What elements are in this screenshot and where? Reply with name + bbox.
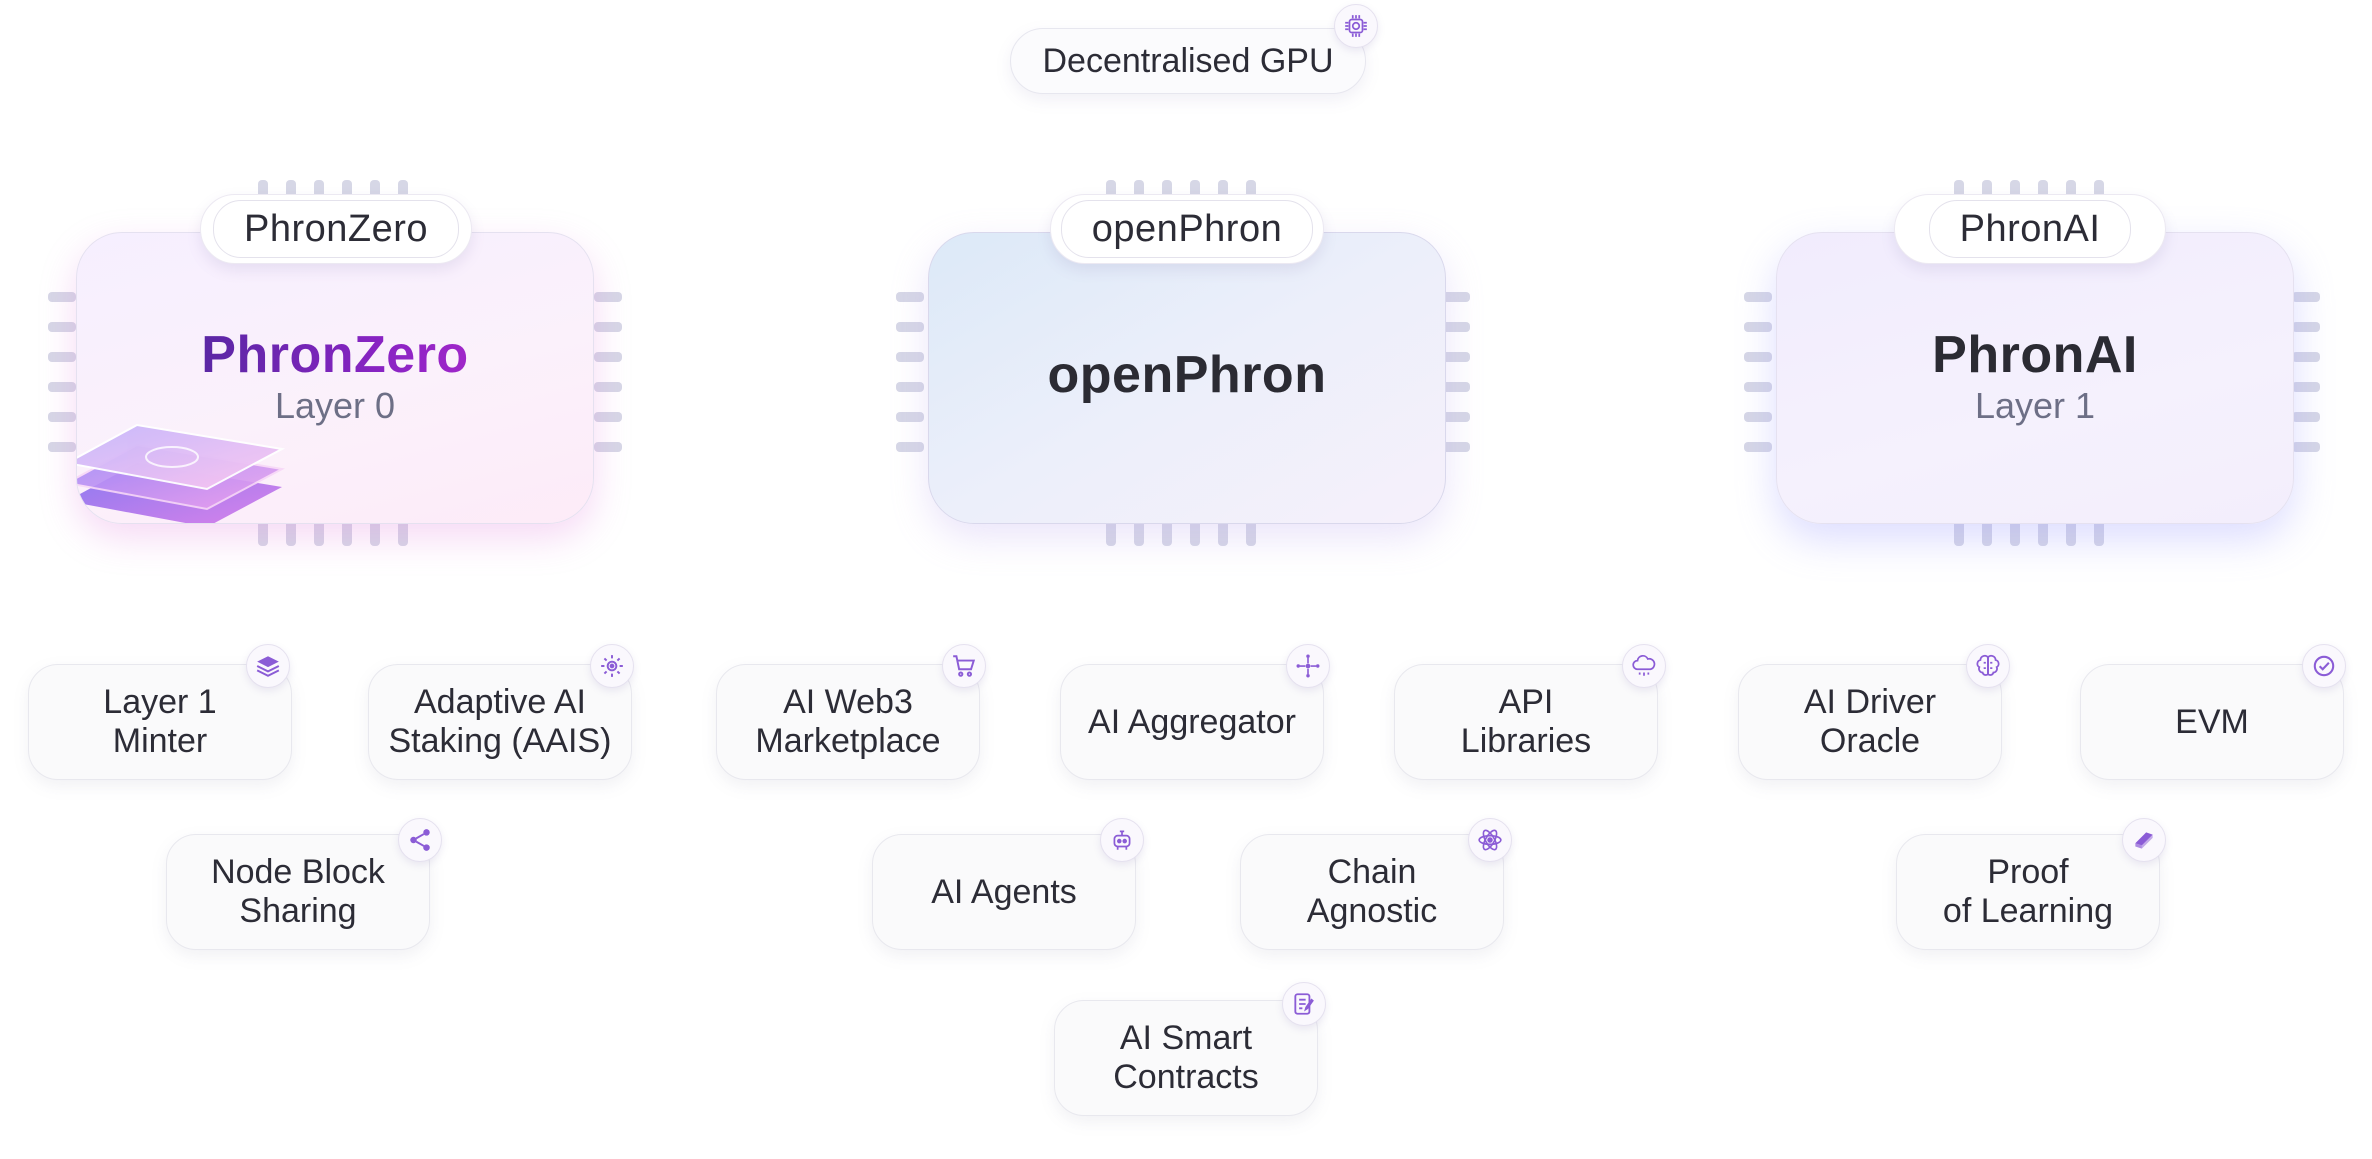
document-icon <box>1282 982 1326 1026</box>
chip-bottom-pins <box>1106 520 1256 546</box>
feature-label: AI Smart Contracts <box>1113 1019 1259 1096</box>
network-icon <box>1286 644 1330 688</box>
feature-card-ai-smart-contracts[interactable]: AI Smart Contracts <box>1054 1000 1318 1116</box>
feature-label: Layer 1 Minter <box>103 683 217 760</box>
feature-card-evm[interactable]: EVM <box>2080 664 2344 780</box>
phronai-title: PhronAI <box>1932 326 2138 384</box>
feature-card-ai-agents[interactable]: AI Agents <box>872 834 1136 950</box>
chip-top-pins <box>258 180 408 206</box>
feature-card-chain-agnostic[interactable]: Chain Agnostic <box>1240 834 1504 950</box>
phronzero-subtitle: Layer 0 <box>274 385 396 426</box>
phronzero-title: PhronZero <box>77 325 593 385</box>
feature-label: AI Web3 Marketplace <box>755 683 941 760</box>
openphron-chip[interactable]: openPhron <box>928 232 1446 524</box>
chip-right-pins <box>2292 292 2320 452</box>
gear-icon <box>590 644 634 688</box>
openphron-tag: openPhron <box>1050 194 1324 264</box>
feature-card-ai-web3-marketplace[interactable]: AI Web3 Marketplace <box>716 664 980 780</box>
atom-icon <box>1468 818 1512 862</box>
decentralised-gpu-pill: Decentralised GPU <box>1010 28 1366 94</box>
brain-icon <box>1966 644 2010 688</box>
openphron-chip-group: openPhron openPhron <box>888 170 1488 560</box>
feature-card-node-block-sharing[interactable]: Node Block Sharing <box>166 834 430 950</box>
cpu-chip-icon <box>1334 4 1378 48</box>
phronai-chip-group: PhronAI Layer 1 PhronAI <box>1736 170 2336 560</box>
phronzero-tag: PhronZero <box>200 194 472 264</box>
feature-label: AI Driver Oracle <box>1803 683 1937 760</box>
cloud-icon <box>1622 644 1666 688</box>
chip-left-pins <box>896 292 924 452</box>
phronzero-tag-label: PhronZero <box>212 200 460 258</box>
feature-card-ai-aggregator[interactable]: AI Aggregator <box>1060 664 1324 780</box>
openphron-tag-label: openPhron <box>1060 200 1314 258</box>
chip-top-pins <box>1954 180 2104 206</box>
chip-bottom-pins <box>1954 520 2104 546</box>
chip-bottom-pins <box>258 520 408 546</box>
book-icon <box>2122 818 2166 862</box>
phronzero-chip[interactable]: PhronZero Layer 0 <box>76 232 594 524</box>
check-badge-icon <box>2302 644 2346 688</box>
feature-label: API Libraries <box>1460 683 1592 760</box>
chip-left-pins <box>1744 292 1772 452</box>
share-icon <box>398 818 442 862</box>
stacked-layers-illustration <box>77 423 286 523</box>
feature-label: Chain Agnostic <box>1306 853 1438 930</box>
chip-right-pins <box>594 292 622 452</box>
feature-card-api-libraries[interactable]: API Libraries <box>1394 664 1658 780</box>
feature-label: AI Agents <box>931 872 1077 911</box>
feature-label: EVM <box>2175 702 2249 741</box>
phronai-subtitle: Layer 1 <box>1974 385 2096 426</box>
feature-card-ai-driver-oracle[interactable]: AI Driver Oracle <box>1738 664 2002 780</box>
cart-icon <box>942 644 986 688</box>
openphron-title: openPhron <box>1047 346 1327 404</box>
chip-left-pins <box>48 292 76 452</box>
feature-card-adaptive-ai-staking[interactable]: Adaptive AI Staking (AAIS) <box>368 664 632 780</box>
chip-right-pins <box>1442 292 1470 452</box>
feature-label: Adaptive AI Staking (AAIS) <box>388 683 612 760</box>
feature-card-layer1-minter[interactable]: Layer 1 Minter <box>28 664 292 780</box>
layers-icon <box>246 644 290 688</box>
feature-label: AI Aggregator <box>1088 702 1296 741</box>
feature-card-proof-of-learning[interactable]: Proof of Learning <box>1896 834 2160 950</box>
robot-icon <box>1100 818 1144 862</box>
chip-top-pins <box>1106 180 1256 206</box>
decentralised-gpu-label: Decentralised GPU <box>1042 41 1334 80</box>
phronai-tag: PhronAI <box>1894 194 2166 264</box>
phronai-tag-label: PhronAI <box>1928 200 2132 258</box>
feature-label: Proof of Learning <box>1942 853 2114 930</box>
feature-label: Node Block Sharing <box>211 853 385 930</box>
phronzero-chip-group: PhronZero Layer 0 PhronZero <box>40 170 640 560</box>
phronai-chip[interactable]: PhronAI Layer 1 <box>1776 232 2294 524</box>
